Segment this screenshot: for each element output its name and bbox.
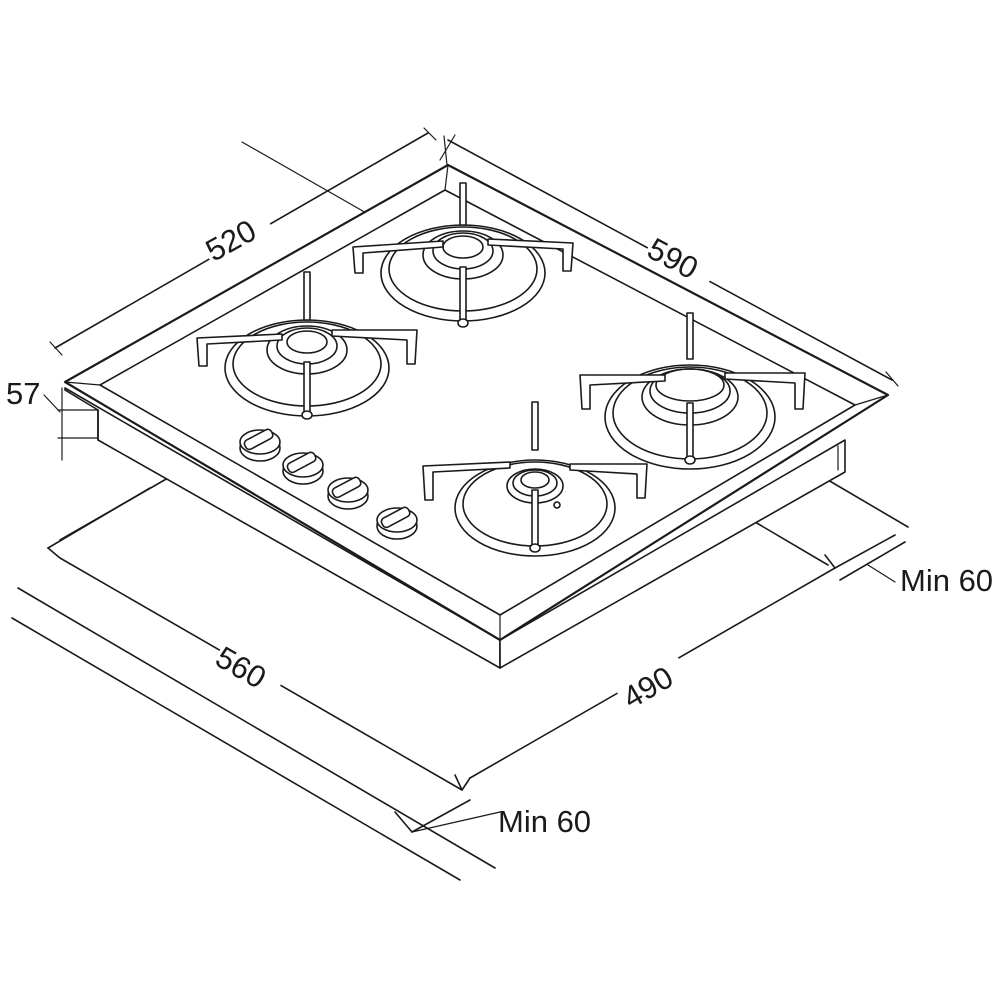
knob-2 — [282, 451, 324, 485]
burner-right — [579, 312, 806, 470]
worktop-cutout — [11, 477, 909, 881]
dim-height-label: 57 — [6, 376, 41, 411]
knob-4 — [376, 506, 418, 540]
knob-1 — [239, 428, 281, 462]
knob-3 — [327, 476, 369, 510]
hob-body — [63, 163, 890, 669]
dim-clearance-front-label: Min 60 — [498, 804, 592, 839]
burner-left — [196, 271, 418, 420]
burner-back — [352, 182, 574, 328]
burner-front — [422, 401, 648, 557]
dim-clearance-right-label: Min 60 — [900, 563, 994, 598]
